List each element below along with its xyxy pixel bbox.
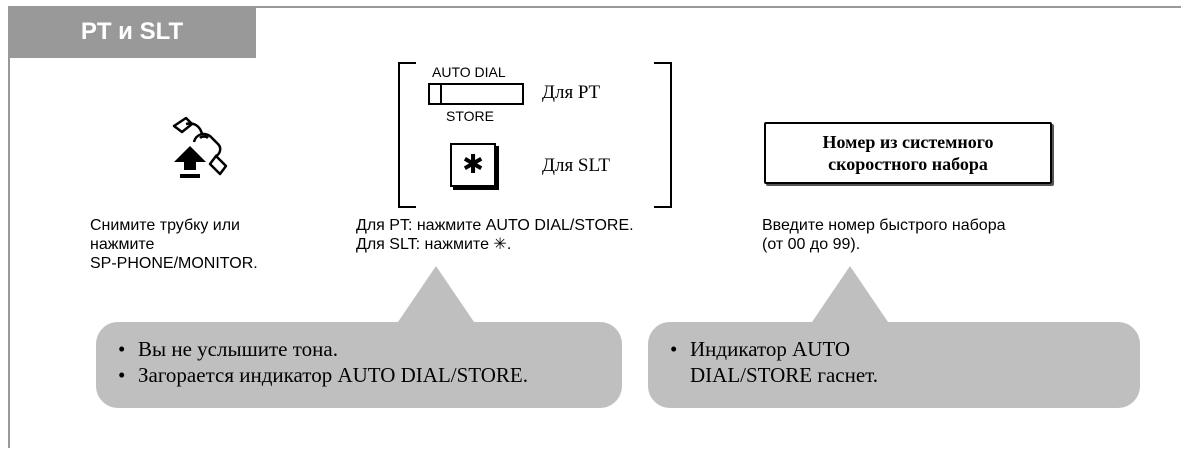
bubble-pointer [812, 266, 888, 322]
star-symbol: ✱ [462, 150, 484, 180]
handset-off-hook-icon [172, 116, 228, 178]
note-item: Загорается индикатор AUTO DIAL/STORE. [118, 362, 528, 388]
section-header: PT и SLT [8, 6, 256, 58]
section-title: PT и SLT [80, 18, 184, 45]
auto-dial-store-key [428, 83, 524, 105]
speed-dial-number-box: Номер из системного скоростного набора [764, 122, 1052, 184]
note-list-left: Вы не услышите тона. Загорается индикато… [118, 336, 528, 388]
bracket-right [654, 62, 672, 208]
auto-dial-label: AUTO DIAL [432, 64, 506, 80]
bracket-left [398, 62, 416, 208]
number-box-line1: Номер из системного [822, 132, 994, 152]
step1-instruction: Снимите трубку или нажмите SP-PHONE/MONI… [90, 217, 258, 272]
note-item: Вы не услышите тона. [118, 336, 528, 362]
frame-left-rule [8, 6, 10, 448]
note-list-right: Индикатор AUTO DIAL/STORE гаснет. [670, 336, 960, 388]
number-box-line2: скоростного набора [828, 154, 988, 174]
star-key-icon: ✱ [450, 143, 496, 187]
step2-instruction: Для PT: нажмите AUTO DIAL/STORE. Для SLT… [356, 217, 634, 253]
note-bubble-right: Индикатор AUTO DIAL/STORE гаснет. [648, 266, 1140, 408]
note-item: Индикатор AUTO DIAL/STORE гаснет. [670, 336, 960, 388]
frame-top-rule [8, 6, 1181, 8]
slt-label: Для SLT [542, 155, 610, 176]
store-label: STORE [446, 108, 494, 124]
bubble-pointer [398, 266, 474, 322]
note-bubble-left: Вы не услышите тона. Загорается индикато… [96, 266, 622, 408]
step3-instruction: Введите номер быстрого набора (от 00 до … [762, 217, 1006, 253]
pt-label: Для PT [542, 82, 601, 103]
